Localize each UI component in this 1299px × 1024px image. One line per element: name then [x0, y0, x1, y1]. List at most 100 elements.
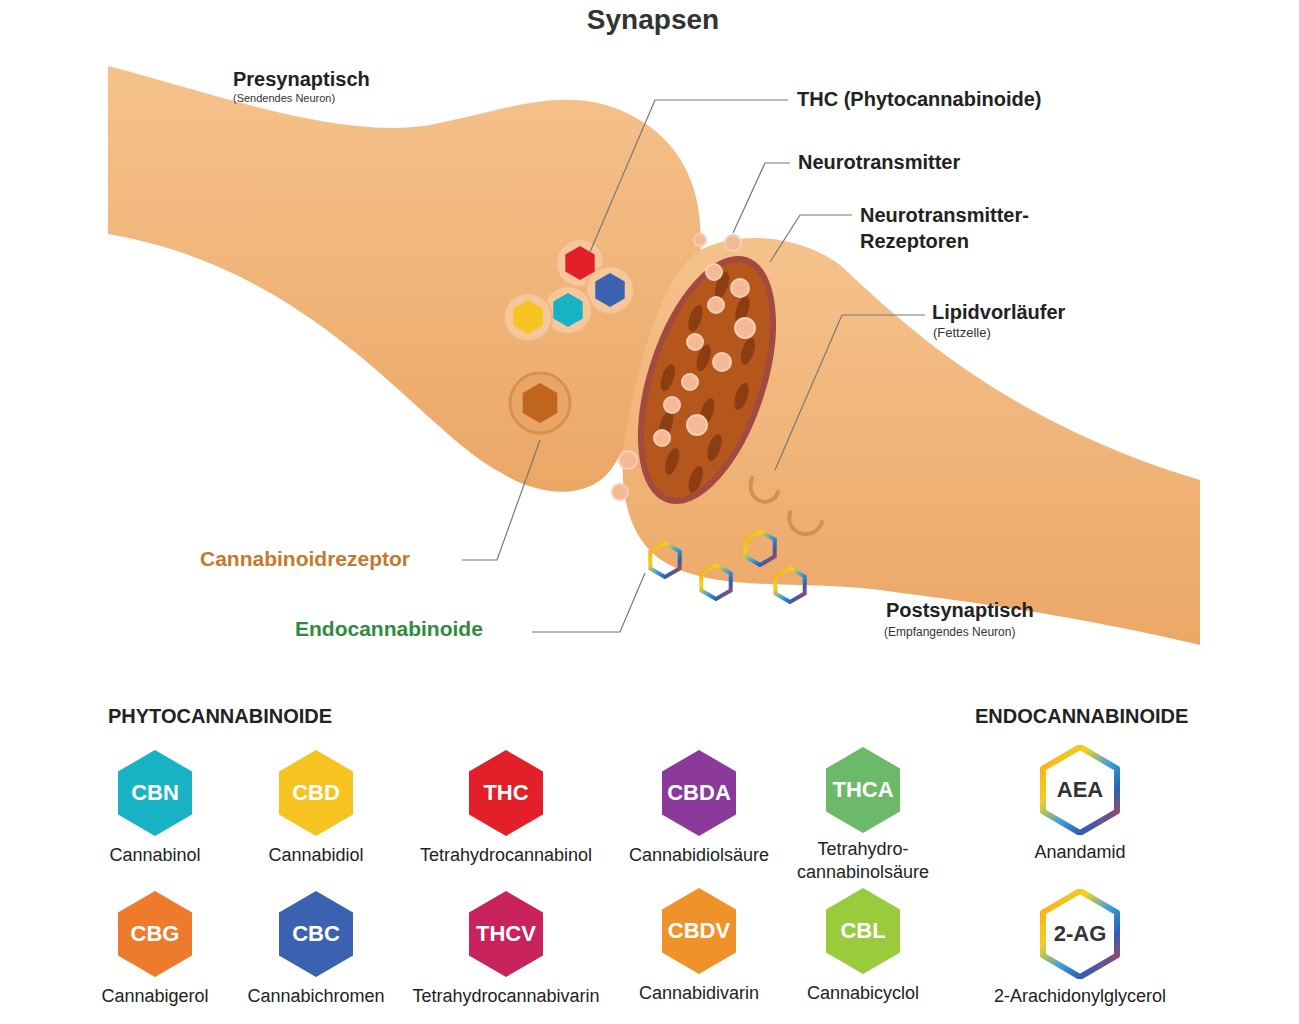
diagram-title: Synapsen: [0, 4, 1299, 36]
hexagon-abbreviation: THCV: [466, 889, 546, 979]
hexagon-abbreviation: CBDV: [659, 886, 739, 976]
cbn-molecule: [553, 293, 582, 327]
leader-line: [532, 573, 645, 632]
callout-label: Lipidvorläufer: [932, 301, 1065, 324]
neurotransmitter: [682, 374, 698, 390]
neurotransmitter: [694, 234, 706, 246]
receptor: [732, 381, 752, 411]
compound-name: Cannabinol: [55, 844, 255, 867]
callout-label: Neurotransmitter- Rezeptoren: [860, 202, 1045, 254]
section-heading: ENDOCANNABINOIDE: [975, 705, 1188, 728]
cannabinoid-hexagon: CBCCannabichromen: [276, 889, 356, 979]
cannabinoid-hexagon: AEAAnandamid: [1040, 745, 1120, 835]
hexagon-abbreviation: CBD: [276, 748, 356, 838]
phytocannabinoid-cluster: [504, 239, 634, 341]
neurotransmitter: [735, 318, 755, 338]
neurotransmitter: [612, 234, 755, 500]
receptor-field: [615, 243, 799, 517]
cannabinoid-hexagon: CBLCannabicyclol: [823, 886, 903, 976]
leader-line: [775, 315, 925, 470]
compound-name: Cannabicyclol: [763, 982, 963, 1005]
cannabinoid-hexagon: CBDCannabidiol: [276, 748, 356, 838]
hexagon-abbreviation: AEA: [1040, 745, 1120, 835]
neurotransmitter: [725, 235, 741, 251]
callout-label: (Sendendes Neuron): [233, 92, 335, 104]
compound-name: Tetrahydrocannabivarin: [396, 985, 616, 1008]
cbd-molecule: [513, 300, 542, 334]
receptor: [658, 363, 678, 393]
cannabinoid-hexagon: CBDVCannabidivarin: [659, 886, 739, 976]
compound-name: Tetrahydrocannabinol: [396, 844, 616, 867]
endocannabinoid-molecules: [650, 531, 804, 602]
hexagon-abbreviation: CBDA: [659, 748, 739, 838]
neurotransmitter: [664, 397, 680, 413]
cannabinoid-hexagon: 2-AG2-Arachidonylglycerol: [1040, 889, 1120, 979]
receptor-field: [615, 243, 799, 517]
neurotransmitter: [612, 484, 628, 500]
lipid-precursor: [751, 478, 822, 534]
leader-lines: [462, 100, 925, 632]
cannabinoid-receptor: [510, 373, 570, 433]
lipid-precursor: [751, 478, 778, 502]
neurotransmitter: [713, 353, 731, 371]
molecule-halo: [586, 266, 634, 314]
receptor: [685, 303, 705, 333]
cannabinoid-hexagon: THCTetrahydrocannabinol: [466, 748, 546, 838]
receptor: [738, 336, 758, 366]
compound-name: Anandamid: [980, 841, 1180, 864]
leader-line: [590, 100, 788, 252]
compound-name: 2-Arachidonylglycerol: [960, 985, 1200, 1008]
leader-line: [462, 440, 540, 560]
section-heading: PHYTOCANNABINOIDE: [108, 705, 332, 728]
neurotransmitter: [708, 297, 724, 313]
hexagon-abbreviation: THC: [466, 748, 546, 838]
hexagon-abbreviation: 2-AG: [1040, 889, 1120, 979]
compound-name: Cannabidiol: [216, 844, 416, 867]
neurotransmitter: [687, 334, 703, 350]
lipid-precursor: [789, 512, 822, 534]
receptor: [662, 446, 682, 476]
callout-label: Cannabinoidrezeptor: [200, 547, 410, 571]
neurotransmitter: [619, 451, 637, 469]
cbc-molecule: [595, 273, 624, 307]
endocannabinoid-molecule: [745, 531, 774, 565]
callout-label: Endocannabinoide: [295, 617, 483, 641]
leader-line: [733, 163, 790, 233]
neurotransmitter: [731, 279, 749, 297]
compound-name: Cannabidivarin: [599, 982, 799, 1005]
endocannabinoid-molecule: [775, 568, 804, 602]
leader-line: [770, 215, 852, 262]
molecule-halo: [504, 293, 552, 341]
hexagon-abbreviation: CBG: [115, 889, 195, 979]
receptor: [686, 464, 706, 494]
cannabinoid-hexagon: CBGCannabigerol: [115, 889, 195, 979]
compound-name: Cannabigerol: [55, 985, 255, 1008]
endocannabinoid-molecule: [701, 565, 730, 599]
callout-label: (Fettzelle): [933, 325, 991, 340]
receptor-molecule: [523, 383, 558, 423]
presynaptic-neuron: [108, 66, 701, 492]
callout-label: (Empfangendes Neuron): [884, 625, 1015, 639]
neurotransmitter: [706, 264, 722, 280]
hexagon-abbreviation: CBL: [823, 886, 903, 976]
compound-name: Cannabidiolsäure: [599, 844, 799, 867]
hexagon-abbreviation: CBC: [276, 889, 356, 979]
cannabinoid-hexagon: CBDACannabidiolsäure: [659, 748, 739, 838]
callout-label: Neurotransmitter: [798, 151, 960, 174]
cannabinoid-hexagon: THCATetrahydro- cannabinolsäure: [823, 745, 903, 835]
callout-label: Presynaptisch: [233, 68, 370, 91]
cannabinoid-hexagon: CBNCannabinol: [115, 748, 195, 838]
cannabinoid-hexagon: THCVTetrahydrocannabivarin: [466, 889, 546, 979]
neurotransmitter: [687, 415, 707, 435]
compound-name: Cannabichromen: [216, 985, 416, 1008]
receptor: [704, 432, 724, 462]
callout-label: Postsynaptisch: [886, 599, 1034, 622]
receptor-halo: [510, 373, 570, 433]
hexagon-abbreviation: THCA: [823, 745, 903, 835]
compound-name: Tetrahydro- cannabinolsäure: [788, 838, 938, 884]
hexagon-abbreviation: CBN: [115, 748, 195, 838]
callout-label: THC (Phytocannabinoide): [797, 88, 1041, 111]
neurotransmitter: [654, 430, 670, 446]
